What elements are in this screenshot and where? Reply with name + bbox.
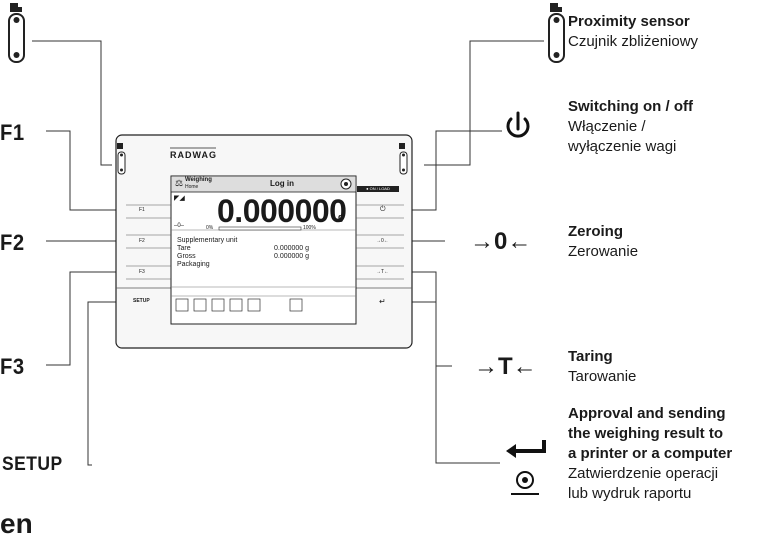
key-f1[interactable]: F1 <box>139 207 145 213</box>
power-caption: Switching on / off Włączenie / wyłączeni… <box>568 97 693 157</box>
tare-subtitle: Tarowanie <box>568 368 637 385</box>
proximity-caption: Proximity sensor Czujnik zbliżeniowy <box>568 12 698 52</box>
scale-icon: ⚖ <box>175 178 184 188</box>
f3-label: F3 <box>0 354 25 379</box>
key-power-icon[interactable]: ⏻ <box>380 206 386 213</box>
footer-fragment: en <box>0 508 33 539</box>
tare-caption: Taring Tarowanie <box>568 347 636 387</box>
key-tare[interactable]: →T← <box>376 269 390 275</box>
info-label-1: Tare <box>177 245 191 252</box>
info-label-3: Packaging <box>177 261 210 268</box>
info-label-0: Supplementary unit <box>177 237 238 244</box>
info-label-2: Gross <box>177 253 196 260</box>
enter-title-3: a printer or a computer <box>568 445 733 462</box>
enter-title-1: Approval and sending <box>568 405 726 422</box>
power-title: Switching on / off <box>568 98 693 115</box>
key-enter-icon[interactable]: ↵ <box>379 297 386 306</box>
key-f2[interactable]: F2 <box>139 238 145 244</box>
key-setup[interactable]: SETUP <box>133 298 150 304</box>
enter-caption: Approval and sending the weighing result… <box>568 404 732 504</box>
power-subtitle-2: wyłączenie wagi <box>568 138 677 155</box>
on-load-indicator: ● ON / LOAD <box>357 186 399 192</box>
f2-label: F2 <box>0 230 25 255</box>
zero-mark: –0– <box>174 223 185 229</box>
f1-label: F1 <box>0 120 25 145</box>
login-button[interactable]: Log in <box>270 179 294 188</box>
proximity-title: Proximity sensor <box>568 13 690 30</box>
tare-title: Taring <box>568 348 613 365</box>
bar-max: 100% <box>303 225 316 231</box>
weight-unit: g <box>338 212 344 222</box>
key-zero[interactable]: →0← <box>376 238 389 244</box>
screen-mode: Weighing <box>185 177 212 183</box>
power-subtitle-1: Włączenie / <box>568 118 646 135</box>
setup-label: SETUP <box>2 454 63 475</box>
stability-marker: ◤◢ <box>174 195 185 202</box>
info-value-1: 0.000000 g <box>274 245 310 252</box>
zero-symbol-icon: →0← <box>470 228 532 255</box>
screen-user: Home <box>185 184 199 190</box>
zero-title: Zeroing <box>568 223 623 240</box>
info-value-2: 0.000000 g <box>274 253 310 260</box>
zero-caption: Zeroing Zerowanie <box>568 222 638 262</box>
zero-subtitle: Zerowanie <box>568 243 639 260</box>
brand-logo: RADWAG <box>170 150 217 160</box>
enter-title-2: the weighing result to <box>568 425 724 442</box>
bar-min: 0% <box>206 225 214 231</box>
tare-symbol-icon: →T← <box>474 353 537 380</box>
enter-subtitle-1: Zatwierdzenie operacji <box>568 465 719 482</box>
weight-reading: 0.000000 <box>217 193 347 229</box>
proximity-subtitle: Czujnik zbliżeniowy <box>568 33 699 50</box>
enter-subtitle-2: lub wydruk raportu <box>568 485 692 502</box>
key-f3[interactable]: F3 <box>139 269 145 275</box>
